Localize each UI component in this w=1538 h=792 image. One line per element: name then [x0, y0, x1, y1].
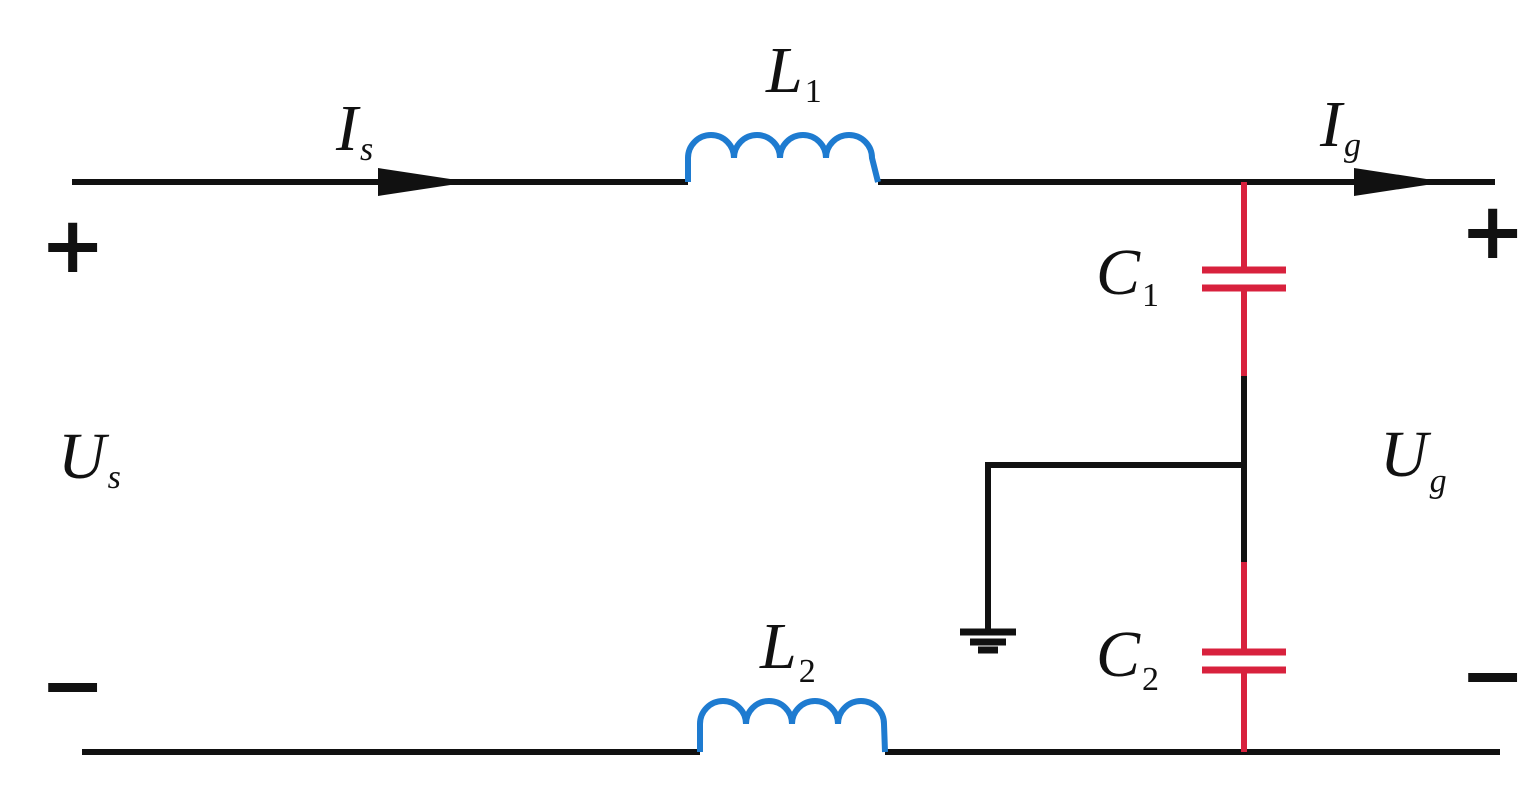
label-us: Us: [58, 420, 121, 496]
label-ug: Ug: [1380, 418, 1447, 500]
label-ig: Ig: [1319, 88, 1361, 164]
terminal-left-minus: −: [40, 641, 105, 731]
inductor-l1: [685, 132, 881, 183]
terminal-right-plus: +: [1460, 187, 1525, 277]
inductor-l2: [697, 698, 888, 753]
label-l2: L2: [759, 610, 816, 690]
label-is: Is: [335, 92, 373, 168]
terminal-right-minus: −: [1460, 631, 1525, 721]
label-c1: C1: [1096, 236, 1159, 314]
terminal-left-plus: +: [40, 201, 105, 291]
current-arrow-ig: [1354, 168, 1446, 196]
label-c2: C2: [1096, 618, 1159, 698]
label-l1: L1: [765, 34, 822, 110]
ground-wire: [985, 462, 1244, 632]
current-arrow-is: [378, 168, 470, 196]
